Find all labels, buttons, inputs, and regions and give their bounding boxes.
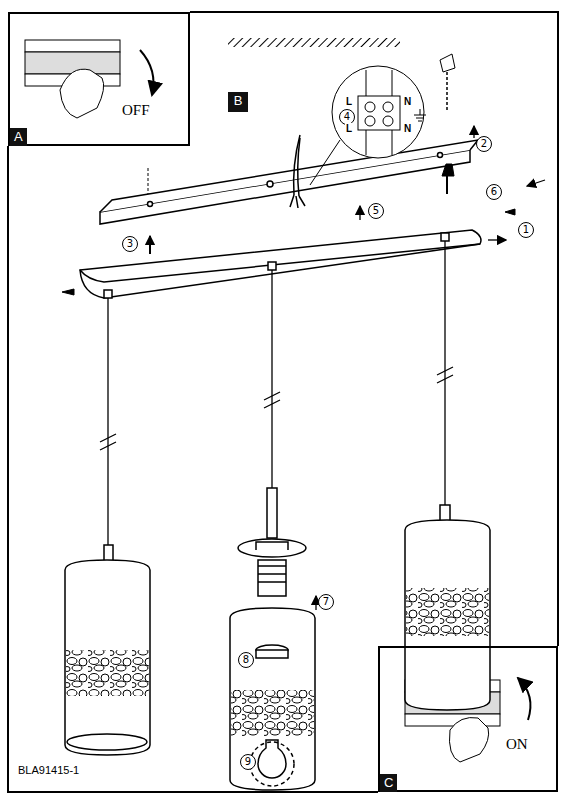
- suspension-cables: [100, 241, 453, 555]
- arrows: [488, 239, 506, 240]
- lamp-shades: [66, 650, 149, 696]
- mains-cable: [310, 140, 340, 185]
- breaker-off: [25, 40, 120, 52]
- screws-plugs: [149, 236, 151, 254]
- terminal-block: [383, 116, 393, 126]
- callout-number: 5: [368, 203, 384, 219]
- breaker-off: [25, 40, 154, 118]
- step-panel: C ON: [378, 646, 558, 792]
- terminal-block: [414, 109, 426, 121]
- arrows: [150, 126, 545, 774]
- screws-plugs: [446, 72, 448, 110]
- lamp-shades: [230, 608, 315, 790]
- arrows: [149, 236, 150, 250]
- mounting-bracket: [100, 140, 478, 224]
- lamp-shades: [256, 650, 288, 658]
- callout-number: 6: [486, 184, 502, 200]
- switch-state: ON: [506, 736, 528, 753]
- breaker-off: [25, 52, 120, 74]
- canopy: [80, 230, 481, 298]
- lamp-shades: [406, 588, 489, 636]
- ceiling-hatch: [228, 38, 400, 47]
- callout-number: 7: [318, 594, 334, 610]
- canopy: [441, 233, 449, 241]
- screws-plugs: [440, 54, 455, 72]
- lamp-shades: [65, 488, 490, 790]
- terminal-block: [332, 66, 424, 158]
- callout-number: 1: [518, 222, 534, 238]
- breaker-on: [405, 714, 500, 726]
- lamp-shades: [65, 560, 150, 755]
- breaker-off: [60, 69, 104, 118]
- step-letter: A: [10, 128, 27, 146]
- model-code: BLA91415-1: [18, 764, 79, 776]
- canopy: [80, 244, 480, 282]
- lamp-shades: [238, 539, 306, 557]
- step-tag: B: [228, 92, 248, 112]
- canopy: [104, 290, 112, 298]
- callout-number: 9: [240, 754, 256, 770]
- terminal-label: N: [403, 96, 412, 107]
- terminal-label: L: [345, 96, 353, 107]
- terminal-block: [383, 102, 393, 112]
- screws-plugs: [505, 209, 515, 215]
- mounting-bracket: [148, 202, 153, 207]
- lamp-shades: [258, 560, 286, 596]
- ceiling-hatch: [228, 38, 400, 47]
- mains-cable: [294, 135, 300, 195]
- terminal-block: [366, 70, 392, 155]
- mains-cable: [298, 138, 300, 196]
- frame: [8, 12, 558, 792]
- mains-cable: [290, 195, 305, 208]
- mounting-bracket: [100, 150, 470, 224]
- frame: [8, 12, 558, 792]
- mounting-bracket: [438, 153, 443, 158]
- lamp-shades: [258, 740, 286, 778]
- step-panel: A OFF: [8, 12, 190, 146]
- terminal-block: [365, 102, 375, 112]
- terminal-block: [365, 116, 375, 126]
- breaker-on: [449, 718, 488, 763]
- lamp-shades: [250, 742, 294, 786]
- lamp-shades: [231, 690, 314, 736]
- mounting-bracket: [100, 140, 478, 212]
- arrows: [315, 596, 316, 610]
- callout-number: 8: [238, 652, 254, 668]
- screws-plugs: [62, 289, 74, 295]
- lamp-shades: [405, 520, 490, 710]
- suspension-cables: [444, 241, 445, 512]
- step-letter: C: [380, 774, 397, 792]
- suspension-cables: [271, 270, 272, 495]
- lamp-shades: [256, 542, 288, 550]
- terminal-label: N: [403, 123, 412, 134]
- step-letter: B: [228, 92, 248, 110]
- canopy: [80, 230, 481, 298]
- breaker-on: [518, 678, 530, 720]
- arrows: [359, 206, 360, 220]
- terminal-block: [332, 66, 426, 158]
- callout-number: 2: [476, 136, 492, 152]
- terminal-block: [358, 96, 400, 130]
- suspension-cables: [100, 367, 453, 450]
- screws-plugs: [442, 164, 454, 176]
- arrows: [473, 126, 474, 138]
- switch-state: OFF: [122, 102, 150, 119]
- suspension-cables: [107, 298, 108, 555]
- mounting-bracket: [267, 181, 273, 187]
- lamp-shades: [258, 566, 286, 582]
- breaker-off: [140, 50, 154, 95]
- terminal-label: L: [345, 123, 353, 134]
- screws-plugs: [148, 168, 149, 194]
- arrows: [527, 180, 545, 186]
- mains-cable: [290, 135, 340, 208]
- screws-plugs: [446, 176, 448, 194]
- lamp-shades: [267, 488, 277, 538]
- callout-number: 3: [122, 236, 138, 252]
- lamp-shades: [67, 734, 147, 750]
- canopy: [268, 262, 276, 270]
